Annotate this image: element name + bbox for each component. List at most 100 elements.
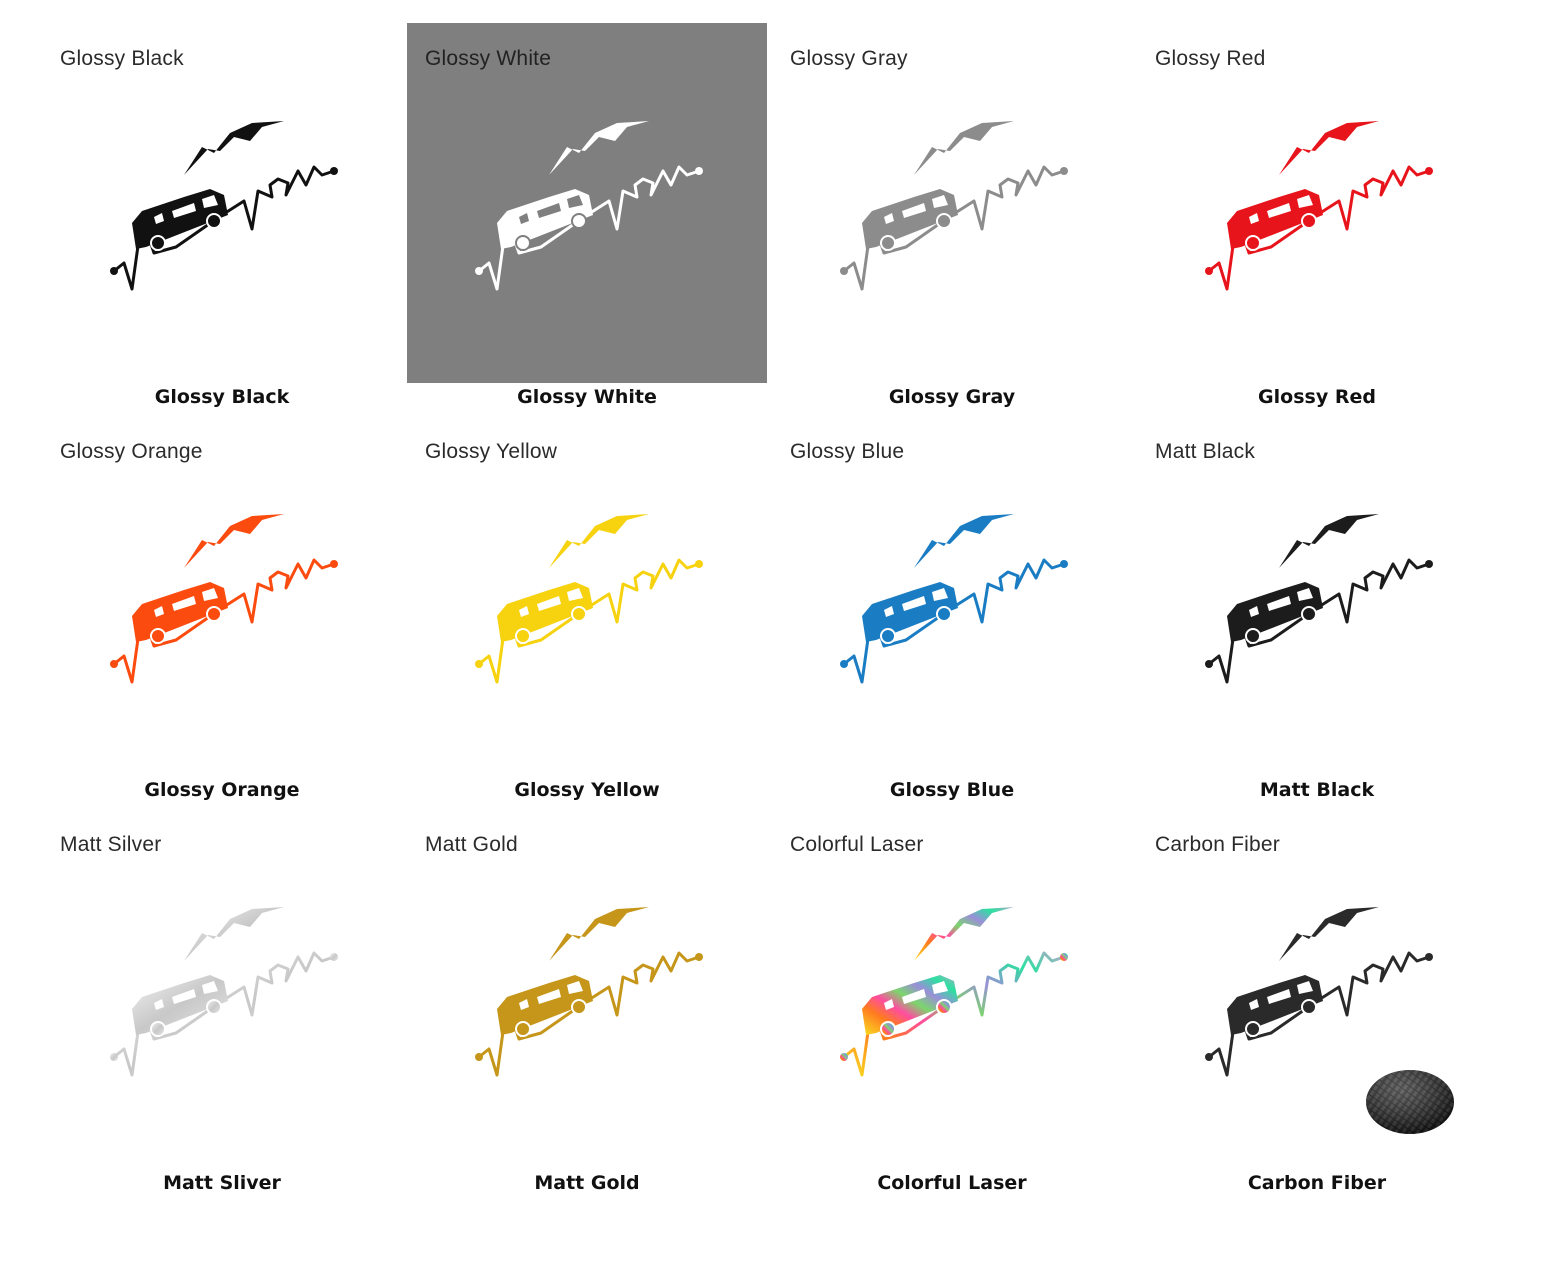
swatch-image: Glossy White xyxy=(407,23,767,383)
heartbeat-end-dot xyxy=(1425,560,1433,568)
van-window xyxy=(1249,213,1259,224)
swatch-title: Glossy Gray xyxy=(790,47,908,70)
heartbeat-start-dot xyxy=(840,1053,848,1061)
heartbeat-start-dot xyxy=(110,660,118,668)
swatch-caption: Glossy Gray xyxy=(888,386,1016,408)
swatch-cell-matt-black[interactable]: Matt Black Matt Black xyxy=(1137,416,1497,809)
carbon-fiber-sample-icon xyxy=(1366,1070,1454,1134)
van-window xyxy=(202,981,218,994)
swatch-image: Carbon Fiber xyxy=(1137,809,1497,1169)
mountain-shape xyxy=(1279,121,1379,175)
decal-artwork xyxy=(110,907,338,1077)
van-wheel xyxy=(206,606,222,622)
swatch-image: Glossy Gray xyxy=(772,23,1132,383)
decal-artwork xyxy=(1205,121,1433,291)
van-window xyxy=(202,195,218,208)
van-wheel xyxy=(1301,999,1317,1015)
van-heartbeat-decal xyxy=(475,514,703,684)
heartbeat-end-dot xyxy=(330,167,338,175)
color-swatch-grid: Glossy Black Glossy Black Glossy White G… xyxy=(42,23,1502,1202)
swatch-title: Colorful Laser xyxy=(790,833,924,856)
van-window xyxy=(172,989,196,1004)
swatch-caption: Matt Black xyxy=(1259,779,1375,801)
swatch-title: Glossy Black xyxy=(60,47,184,70)
heartbeat-end-dot xyxy=(330,560,338,568)
van-window xyxy=(537,203,561,218)
swatch-cell-glossy-black[interactable]: Glossy Black Glossy Black xyxy=(42,23,402,416)
swatch-image: Matt Black xyxy=(1137,416,1497,776)
swatch-caption: Glossy White xyxy=(517,386,657,408)
van-heartbeat-decal xyxy=(840,121,1068,291)
van-window xyxy=(567,981,583,994)
van-window xyxy=(932,588,948,601)
mountain-shape xyxy=(914,514,1014,568)
mountain-shape xyxy=(184,907,284,961)
swatch-title: Matt Silver xyxy=(60,833,162,856)
van-wheel xyxy=(571,606,587,622)
van-window xyxy=(519,606,529,617)
van-window xyxy=(202,588,218,601)
van-window xyxy=(1267,989,1291,1004)
van-window xyxy=(932,981,948,994)
heartbeat-end-dot xyxy=(1060,167,1068,175)
van-wheel xyxy=(206,999,222,1015)
van-window xyxy=(154,213,164,224)
swatch-cell-glossy-orange[interactable]: Glossy Orange Glossy Orange xyxy=(42,416,402,809)
van-wheel xyxy=(515,1021,531,1037)
van-window xyxy=(884,213,894,224)
van-wheel xyxy=(150,628,166,644)
van-heartbeat-decal xyxy=(110,121,338,291)
swatch-cell-glossy-white[interactable]: Glossy White Glossy White xyxy=(407,23,767,416)
swatch-title: Glossy Blue xyxy=(790,440,905,463)
swatch-image: Matt Gold xyxy=(407,809,767,1169)
van-window xyxy=(1267,203,1291,218)
swatch-cell-matt-gold[interactable]: Matt Gold Matt Gold xyxy=(407,809,767,1202)
heartbeat-start-dot xyxy=(1205,267,1213,275)
van-wheel xyxy=(1245,235,1261,251)
swatch-title: Matt Gold xyxy=(425,833,518,856)
van-window xyxy=(519,999,529,1010)
swatch-caption: Matt Sliver xyxy=(163,1172,281,1194)
van-wheel xyxy=(1301,606,1317,622)
decal-artwork xyxy=(840,121,1068,291)
heartbeat-end-dot xyxy=(1060,560,1068,568)
swatch-cell-carbon-fiber[interactable]: Carbon Fiber Carbon Fiber xyxy=(1137,809,1497,1202)
swatch-cell-matt-silver[interactable]: Matt Silver Matt Sliver xyxy=(42,809,402,1202)
van-heartbeat-decal xyxy=(840,514,1068,684)
van-window xyxy=(884,999,894,1010)
swatch-cell-glossy-gray[interactable]: Glossy Gray Glossy Gray xyxy=(772,23,1132,416)
decal-artwork xyxy=(840,514,1068,684)
van-window xyxy=(1297,588,1313,601)
swatch-cell-glossy-red[interactable]: Glossy Red Glossy Red xyxy=(1137,23,1497,416)
van-window xyxy=(172,596,196,611)
decal-artwork xyxy=(475,121,703,291)
swatch-title: Glossy Orange xyxy=(60,440,203,463)
heartbeat-start-dot xyxy=(110,1053,118,1061)
van-window xyxy=(1267,596,1291,611)
heartbeat-end-dot xyxy=(330,953,338,961)
mountain-shape xyxy=(549,121,649,175)
van-heartbeat-decal xyxy=(1205,121,1433,291)
van-wheel xyxy=(515,235,531,251)
swatch-cell-glossy-blue[interactable]: Glossy Blue Glossy Blue xyxy=(772,416,1132,809)
swatch-title: Matt Black xyxy=(1155,440,1256,463)
heartbeat-start-dot xyxy=(1205,660,1213,668)
van-wheel xyxy=(1245,1021,1261,1037)
swatch-cell-colorful-laser[interactable]: Colorful Laser Colorful Laser xyxy=(772,809,1132,1202)
van-wheel xyxy=(936,213,952,229)
mountain-shape xyxy=(184,121,284,175)
swatch-cell-glossy-yellow[interactable]: Glossy Yellow Glossy Yellow xyxy=(407,416,767,809)
van-wheel xyxy=(880,1021,896,1037)
van-wheel xyxy=(206,213,222,229)
swatch-caption: Glossy Black xyxy=(154,386,290,408)
decal-artwork xyxy=(1205,514,1433,684)
van-window xyxy=(1297,981,1313,994)
swatch-image: Glossy Yellow xyxy=(407,416,767,776)
van-window xyxy=(519,213,529,224)
van-window xyxy=(902,203,926,218)
van-window xyxy=(154,606,164,617)
heartbeat-start-dot xyxy=(475,267,483,275)
swatch-image: Glossy Black xyxy=(42,23,402,383)
swatch-title: Carbon Fiber xyxy=(1155,833,1280,856)
swatch-caption: Carbon Fiber xyxy=(1247,1172,1387,1194)
